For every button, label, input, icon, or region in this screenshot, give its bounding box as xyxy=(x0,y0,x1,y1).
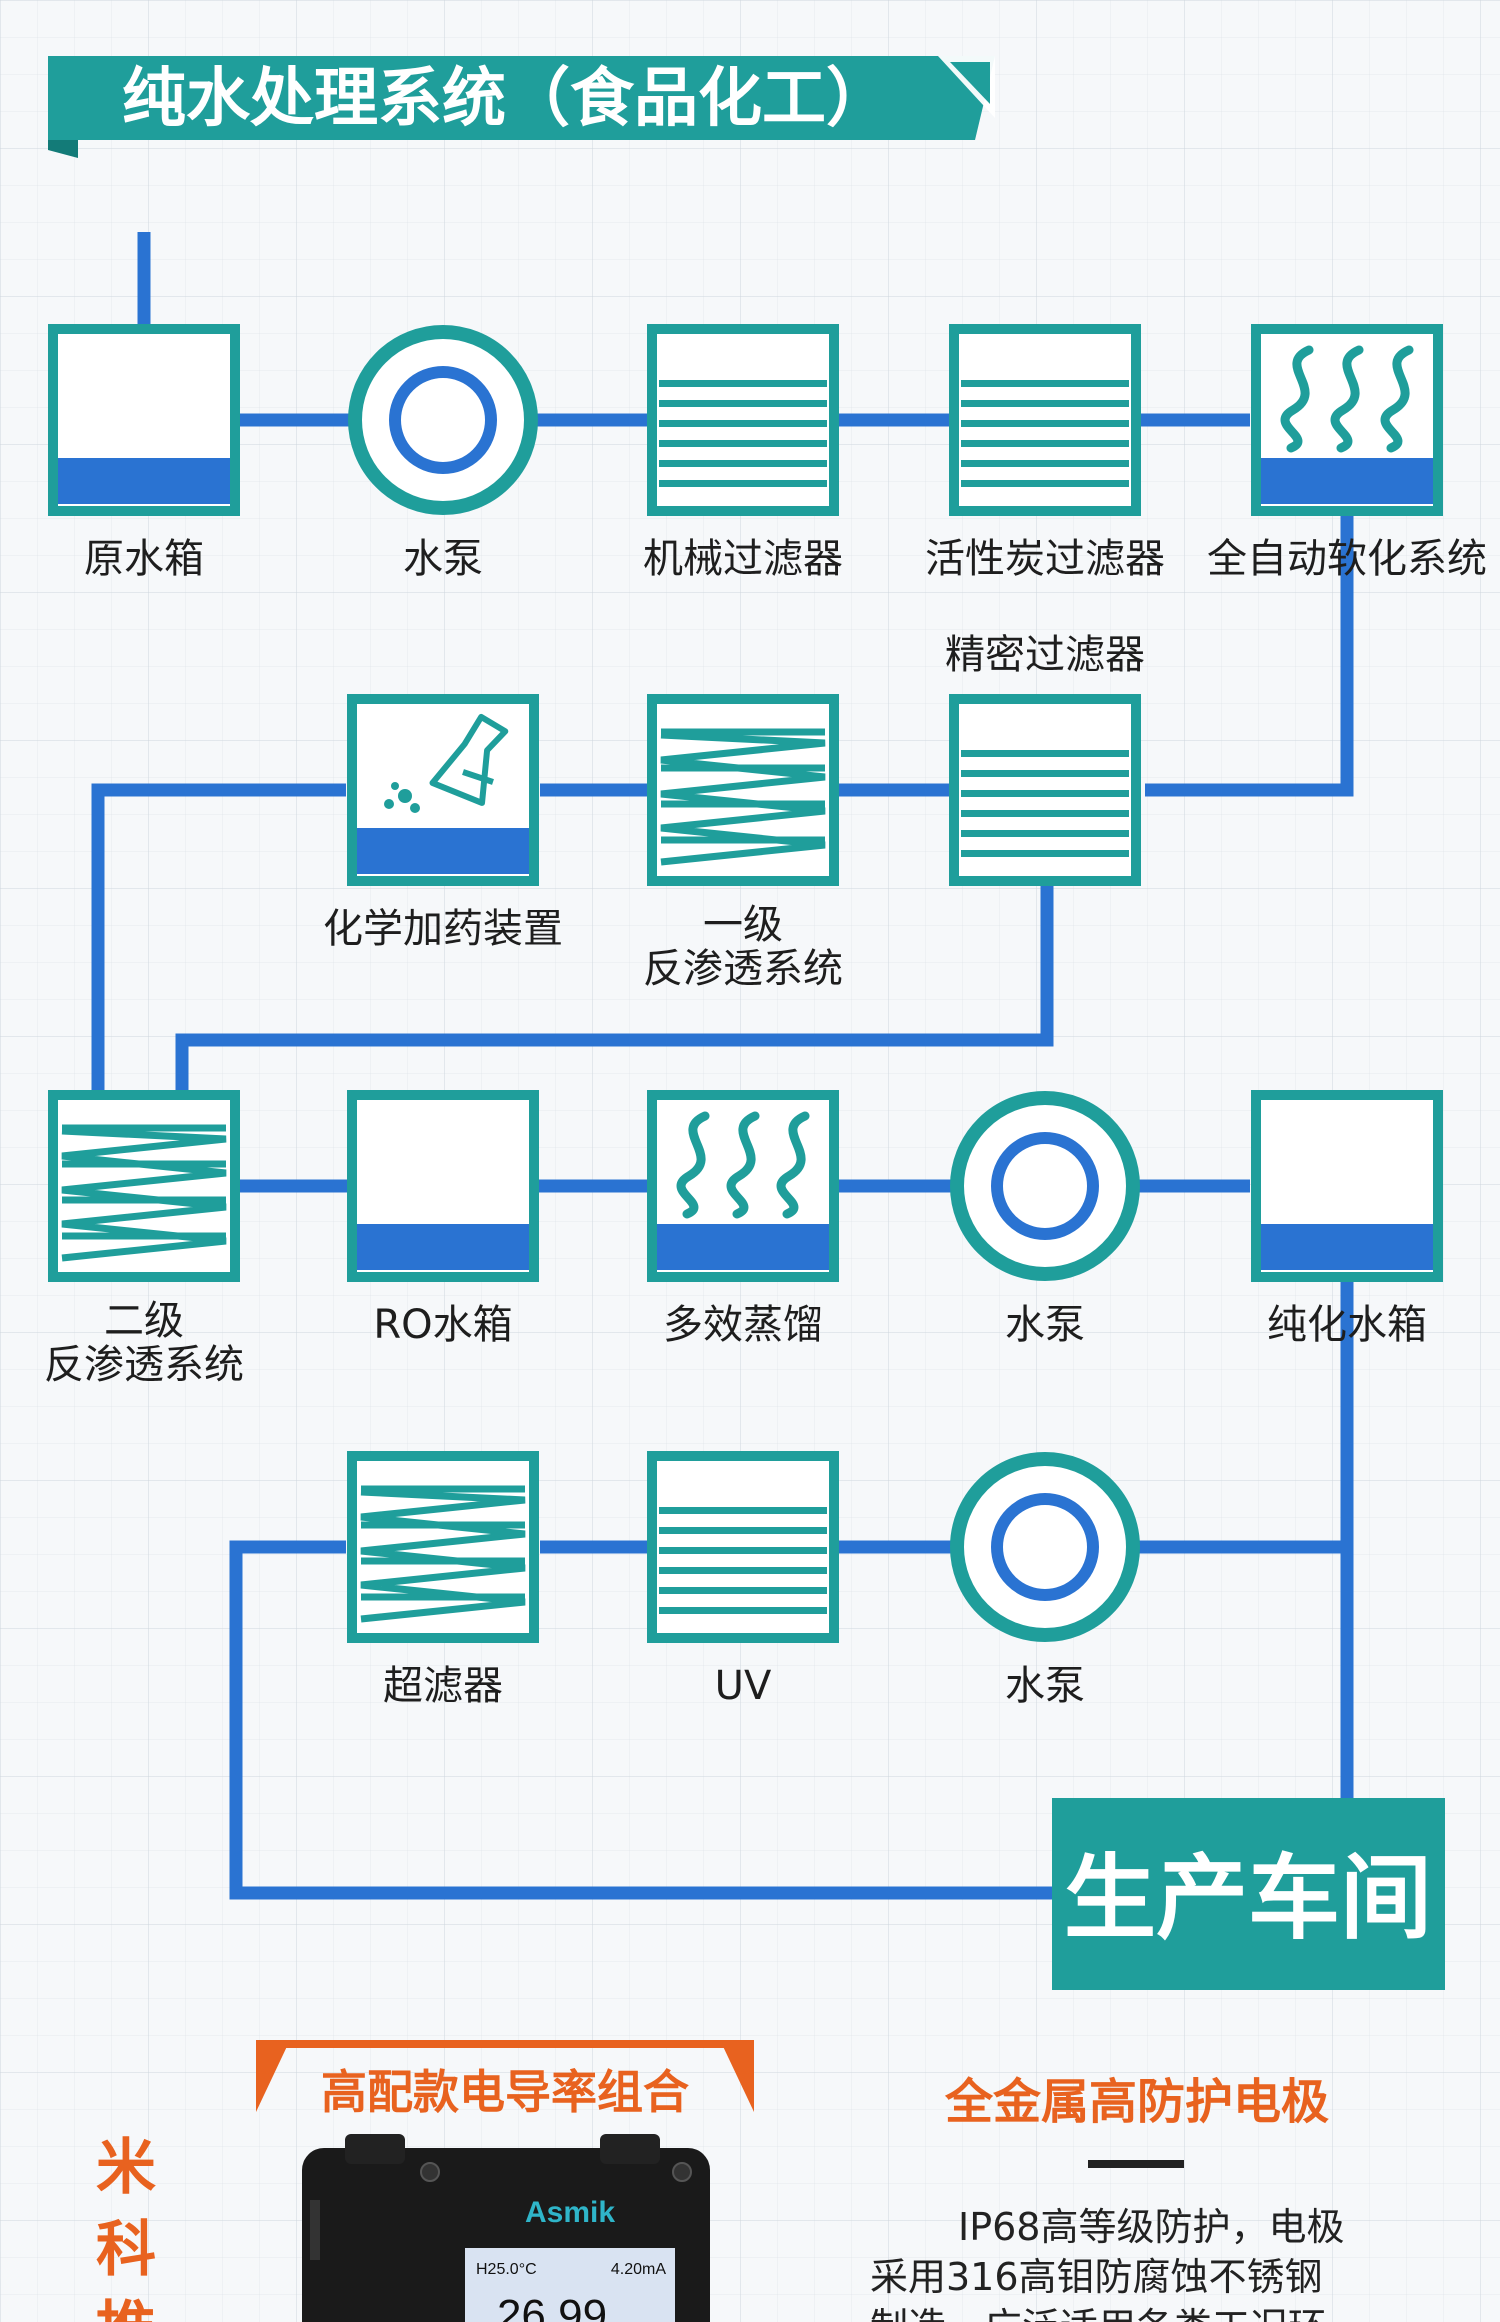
distillation-icon xyxy=(647,1090,839,1282)
screw-icon xyxy=(420,2162,440,2182)
component-label: 机械过滤器 xyxy=(643,536,843,582)
component-label: 多效蒸馏 xyxy=(663,1302,823,1348)
ro-membrane-icon xyxy=(48,1090,240,1282)
meter-brand: Asmik xyxy=(525,2196,615,2229)
pump-icon xyxy=(950,1452,1140,1642)
filter-icon xyxy=(949,324,1141,516)
meter-current: 4.20mA xyxy=(611,2261,666,2278)
dosing-flask-icon xyxy=(347,694,539,886)
uv-icon xyxy=(647,1451,839,1643)
promo-left: 高配款电导率组合 米 科 推 Asmik H25.0°C 4.20mA 26.9… xyxy=(96,2040,754,2322)
filter-icon xyxy=(647,324,839,516)
promo-right-title: 全金属高防护电极 xyxy=(944,2074,1329,2130)
component-label: 活性炭过滤器 xyxy=(925,536,1165,582)
return-pipe xyxy=(229,1540,1060,1900)
component-label: RO水箱 xyxy=(373,1302,512,1348)
component-label: 水泵 xyxy=(403,536,483,582)
filter-icon xyxy=(949,694,1141,886)
row1-to-row2-pipe xyxy=(1145,515,1354,797)
component-label-line2: 反渗透系统 xyxy=(643,946,843,992)
tank-icon xyxy=(1251,1090,1443,1282)
title-underline xyxy=(1088,2160,1184,2168)
promo-right-line3: 制造，广泛适用各类工况环 xyxy=(870,2305,1326,2322)
dosing-to-ro2-pipe xyxy=(91,783,346,1097)
workshop-label: 生产车间 xyxy=(1064,1845,1432,1952)
component-label: 水泵 xyxy=(1005,1302,1085,1348)
precision-to-ro2-pipe xyxy=(175,882,1054,1097)
component-label: UV xyxy=(715,1663,772,1709)
component-label: 原水箱 xyxy=(84,536,204,582)
component-label: 二级 xyxy=(104,1298,184,1344)
promo-right: 全金属高防护电极 IP68高等级防护，电极 采用316高钼防腐蚀不锈钢 制造，广… xyxy=(870,2074,1344,2322)
meter-value: 26.99 xyxy=(497,2291,607,2322)
side-text: 米 科 推 xyxy=(96,2133,156,2322)
pump-icon xyxy=(950,1091,1140,1281)
component-label: 水泵 xyxy=(1005,1663,1085,1709)
pump-icon xyxy=(348,325,538,515)
component-label: 全自动软化系统 xyxy=(1207,536,1487,582)
tank-icon xyxy=(347,1090,539,1282)
diagram-title: 纯水处理系统（食品化工） xyxy=(122,62,890,136)
component-label-line2: 反渗透系统 xyxy=(44,1342,244,1388)
tank-icon xyxy=(48,324,240,516)
ultrafilter-icon xyxy=(347,1451,539,1643)
side-text-char1: 米 xyxy=(96,2133,156,2203)
conductivity-meter: Asmik H25.0°C 4.20mA 26.99 xyxy=(302,2134,710,2322)
side-text-char3: 推 xyxy=(96,2295,156,2322)
meter-screen xyxy=(465,2248,675,2322)
screw-icon xyxy=(672,2162,692,2182)
component-label: 化学加药装置 xyxy=(323,906,563,952)
softener-icon xyxy=(1251,324,1443,516)
side-text-char2: 科 xyxy=(96,2215,156,2285)
component-label: 精密过滤器 xyxy=(945,632,1145,678)
component-label: 超滤器 xyxy=(383,1663,503,1709)
meter-temp: H25.0°C xyxy=(476,2261,537,2278)
title-banner: 纯水处理系统（食品化工） xyxy=(48,56,995,158)
component-label: 一级 xyxy=(703,902,783,948)
promo-right-line2: 采用316高钼防腐蚀不锈钢 xyxy=(870,2255,1323,2299)
production-workshop: 生产车间 xyxy=(1052,1798,1445,1990)
ro-membrane-icon xyxy=(647,694,839,886)
promo-right-line1: IP68高等级防护，电极 xyxy=(958,2205,1344,2249)
component-label: 纯化水箱 xyxy=(1267,1302,1427,1348)
promo-left-title: 高配款电导率组合 xyxy=(321,2065,689,2119)
